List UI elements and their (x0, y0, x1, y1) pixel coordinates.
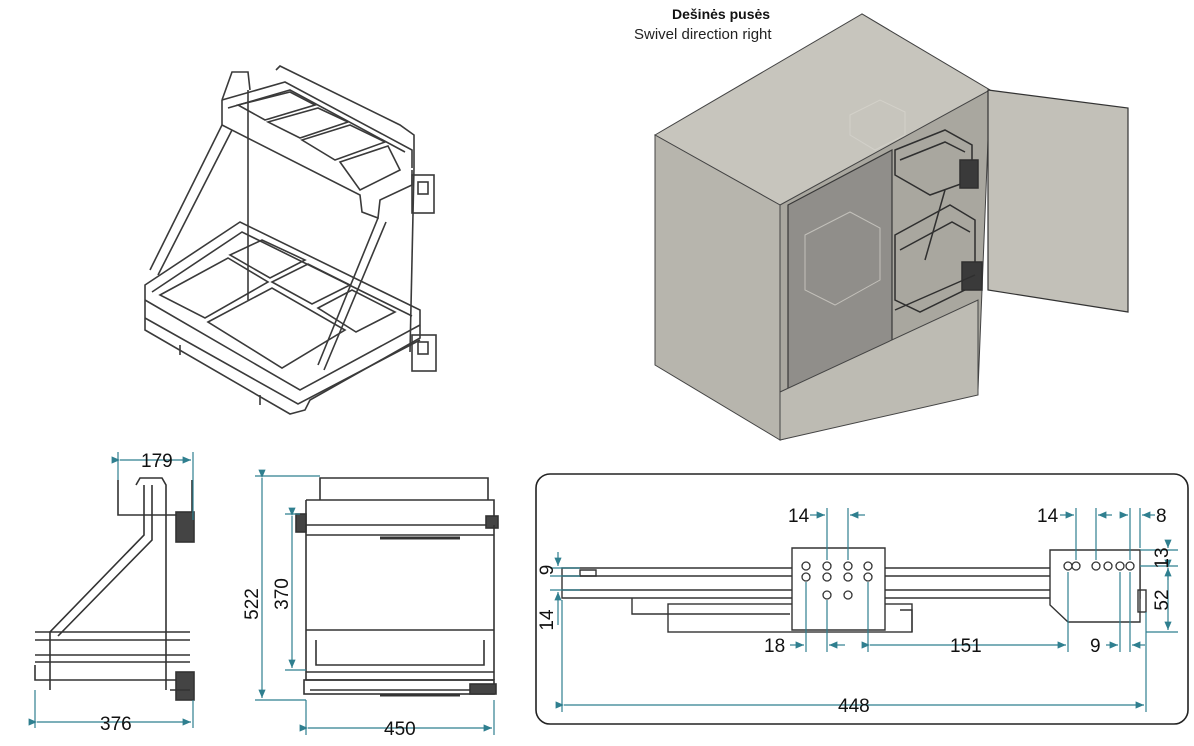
basket-isometric-drawing (144, 65, 437, 415)
cabinet-illustration (653, 13, 1129, 441)
rail-bracket-holes (801, 561, 1135, 600)
rail-view-frame (535, 473, 1189, 725)
caption-subtitle: Swivel direction right (634, 26, 772, 43)
dim-370: 370 (272, 578, 293, 610)
dimension-labels: 179 376 522 370 450 14 14 8 9 14 13 52 1… (100, 451, 1173, 740)
rail-view-dimensions (550, 508, 1178, 712)
caption-title: Dešinės pusės (672, 6, 771, 22)
side-view-dimensions (28, 452, 194, 728)
dim-179: 179 (141, 451, 173, 472)
dim-151: 151 (950, 636, 982, 657)
dim-9-right: 9 (1090, 636, 1101, 657)
dim-18: 18 (764, 636, 785, 657)
rail-view-drawing (561, 547, 1147, 633)
dim-448: 448 (838, 696, 870, 717)
dim-522: 522 (242, 588, 263, 620)
dim-376: 376 (100, 714, 132, 735)
dim-9-left: 9 (537, 565, 558, 576)
dim-8: 8 (1156, 506, 1167, 527)
front-view-dimensions (255, 469, 495, 735)
dim-52: 52 (1152, 589, 1173, 610)
dim-14-left: 14 (788, 506, 810, 527)
dim-450: 450 (384, 719, 416, 740)
side-view-drawing (34, 477, 195, 701)
dim-14-right: 14 (1037, 506, 1059, 527)
dim-13: 13 (1152, 547, 1173, 568)
front-view-drawing (295, 477, 499, 697)
dim-14-rail: 14 (537, 609, 558, 631)
